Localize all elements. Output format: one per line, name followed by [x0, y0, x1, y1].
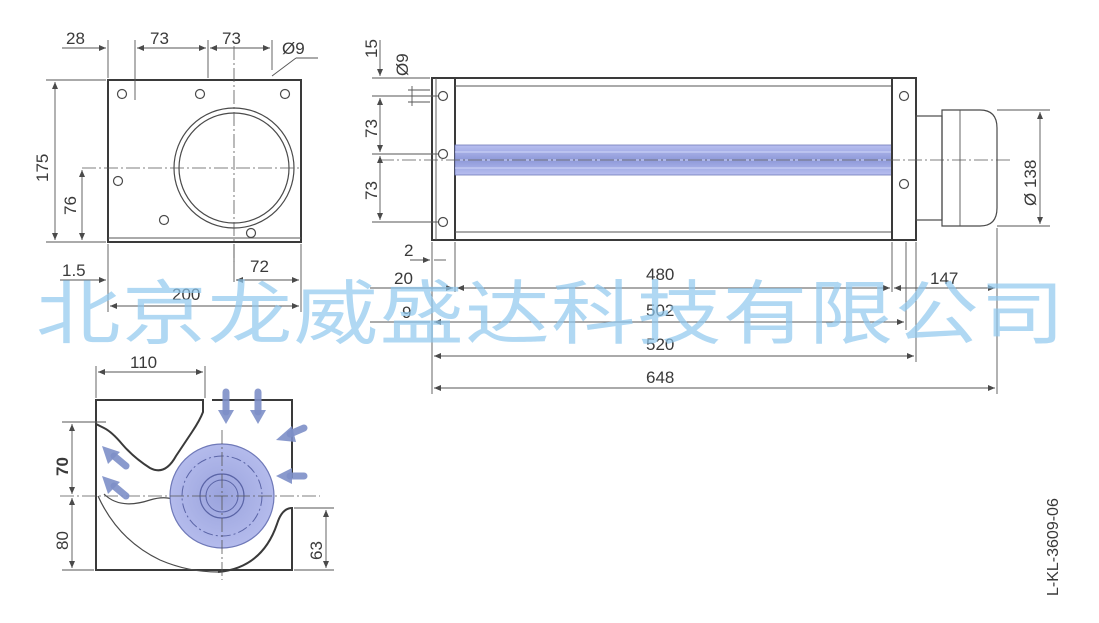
- dim-hole-diameter: Ø9: [282, 39, 305, 58]
- mount-hole: [158, 214, 170, 226]
- dim-2: 2: [404, 241, 413, 260]
- section-view: 110 70 80 63: [53, 353, 334, 580]
- mount-hole: [194, 88, 206, 100]
- dim-200: 200: [172, 285, 200, 304]
- dim-70: 70: [53, 457, 72, 476]
- dim-110: 110: [130, 353, 157, 372]
- dim-648: 648: [646, 368, 674, 387]
- mount-hole: [437, 90, 449, 102]
- mount-hole: [437, 148, 449, 160]
- mount-hole: [898, 90, 910, 102]
- dim-80: 80: [53, 531, 72, 550]
- mount-hole: [245, 227, 257, 239]
- mount-hole: [112, 175, 124, 187]
- dim-147: 147: [930, 269, 958, 288]
- airflow-arrows: [102, 388, 308, 500]
- side-view: 15 Ø9 73 73 2 20 480 147 9 502 520 648 Ø…: [362, 39, 1050, 394]
- mount-hole: [898, 178, 910, 190]
- dim-9: 9: [402, 303, 411, 322]
- dim-175: 175: [33, 154, 52, 182]
- dim-73-b: 73: [362, 181, 381, 200]
- company-watermark: 北京龙威盛达科技有限公司: [36, 273, 1066, 355]
- drawing-code: L-KL-3609-06: [1045, 498, 1062, 596]
- dim-63: 63: [307, 541, 326, 560]
- dim-480: 480: [646, 265, 674, 284]
- dim-73-a: 73: [362, 119, 381, 138]
- mount-hole: [116, 88, 128, 100]
- dim-502: 502: [646, 301, 674, 320]
- dim-15: 15: [362, 39, 381, 58]
- dim-76: 76: [61, 196, 80, 215]
- dim-72: 72: [250, 257, 269, 276]
- front-view: 28 73 73 Ø9 175 76 1.5 72 200: [33, 29, 318, 312]
- dim-motor-diameter: Ø 138: [1021, 160, 1040, 206]
- mount-hole: [279, 88, 291, 100]
- dim-73-b: 73: [222, 29, 241, 48]
- mount-hole: [437, 216, 449, 228]
- dim-520: 520: [646, 335, 674, 354]
- dim-1-5: 1.5: [62, 261, 86, 280]
- dim-73-a: 73: [150, 29, 169, 48]
- dim-20: 20: [394, 269, 413, 288]
- dim-28: 28: [66, 29, 85, 48]
- dim-hole-diameter: Ø9: [393, 53, 412, 76]
